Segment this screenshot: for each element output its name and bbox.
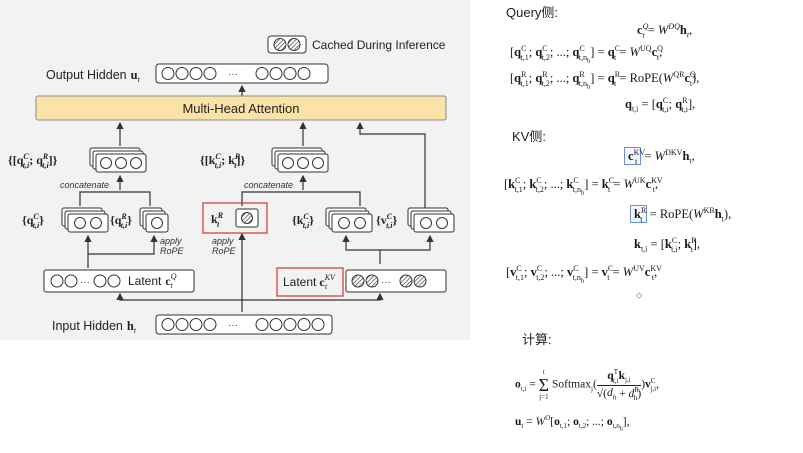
mha-label: Multi-Head Attention xyxy=(182,101,299,116)
query-eq-4: qt,i = [qCt,i; qRt,i], xyxy=(625,96,696,114)
kv-eq-5: [vCt,1; vCt,2; ...; vCt,nh] = vCt = WUVc… xyxy=(506,264,662,285)
q-concat-stack xyxy=(89,147,147,173)
kc-stack xyxy=(325,207,373,233)
kr-highlight-box xyxy=(202,202,268,234)
latent-kv-cached-vector: ··· xyxy=(345,269,447,293)
diamond-marker: ⬦ xyxy=(636,290,643,300)
compute-section-header: 计算: xyxy=(522,332,552,347)
kv-eq-3: kRt = RoPE(WKRht), xyxy=(630,205,731,224)
svg-text:···: ··· xyxy=(80,277,90,288)
svg-text:···: ··· xyxy=(381,277,391,288)
compute-eq-2: ut = WO[ot,1; ot,2; ...; ot,nh], xyxy=(515,414,630,433)
kv-eq-1: cKVt = WDKVht, xyxy=(624,147,695,166)
concatenate-label-q: concatenate xyxy=(60,180,109,190)
multi-head-attention-block: Multi-Head Attention xyxy=(35,95,447,121)
kv-eq-4: kt,i = [kCt,i; kRt], xyxy=(634,236,701,254)
query-eq-2: [qCt,1; qCt,2; ...; qCt,nh] = qCt = WUQc… xyxy=(510,44,663,65)
kr-cached-vector xyxy=(235,208,259,228)
qr-stack xyxy=(139,207,169,233)
query-eq-3: [qRt,1; qRt,2; ...; qRt,nh] = qRt = RoPE… xyxy=(510,70,700,91)
latent-kv-highlight-box xyxy=(276,267,344,297)
query-eq-1: cQt = WDQht, xyxy=(637,22,693,40)
vc-stack xyxy=(407,207,455,233)
kv-section-header: KV侧: xyxy=(512,129,546,144)
query-section-header: Query侧: xyxy=(506,5,559,20)
legend: Cached During Inference xyxy=(267,35,446,54)
kv-eq-2: [kCt,1; kCt,2; ...; kCt,nh] = kCt = WUKc… xyxy=(504,176,663,197)
legend-label: Cached During Inference xyxy=(312,38,446,52)
k-concat-stack xyxy=(271,147,329,173)
concatenate-label-k: concatenate xyxy=(244,180,293,190)
svg-text:···: ··· xyxy=(228,69,238,80)
output-hidden-vector: ··· xyxy=(155,63,329,84)
qc-stack xyxy=(61,207,109,233)
input-hidden-vector: ··· xyxy=(155,314,333,335)
svg-text:···: ··· xyxy=(228,320,238,331)
